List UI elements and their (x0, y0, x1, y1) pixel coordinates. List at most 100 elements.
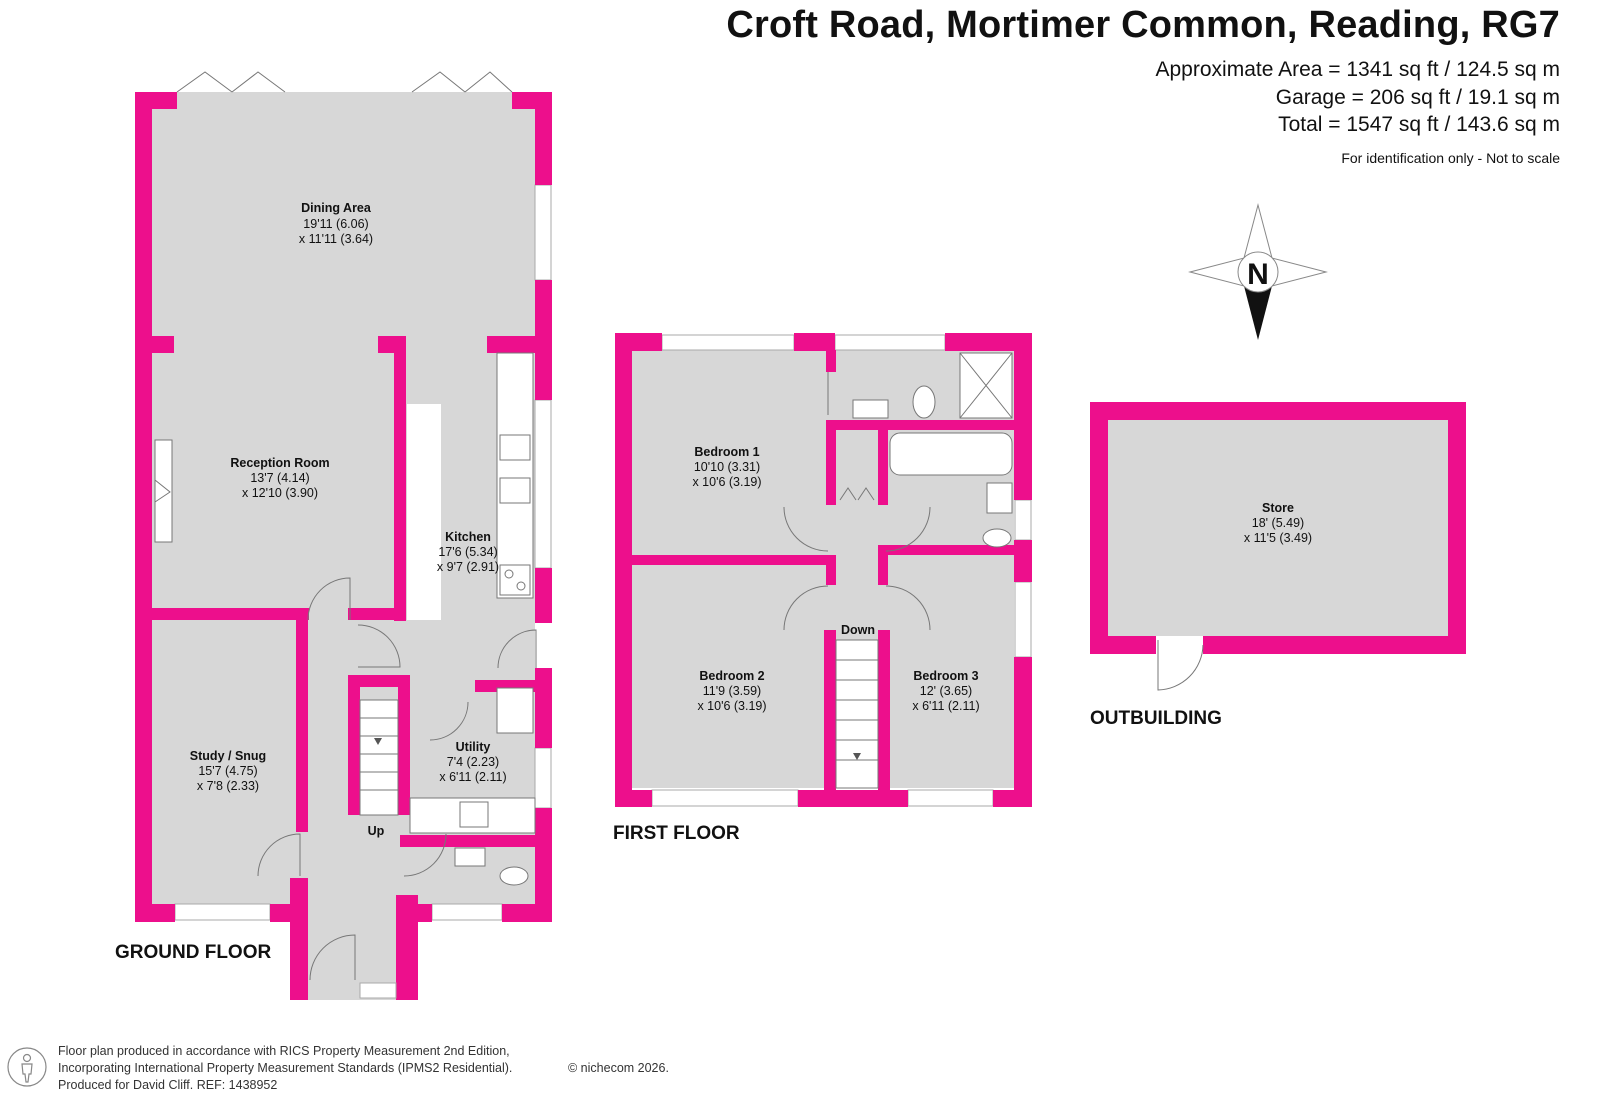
bath-icon (889, 432, 1013, 476)
ob-bottom-left-wall (1090, 636, 1156, 654)
bathroom-toilet-icon (982, 528, 1012, 548)
ff-landing-right-stub (878, 545, 888, 585)
study-window (174, 903, 271, 921)
store-floor (1108, 420, 1448, 636)
front-door-icon (309, 934, 356, 981)
ff-left-wall (615, 333, 632, 807)
bed1-door-icon (783, 506, 829, 552)
study-dim1: 15'7 (4.75) (198, 764, 257, 778)
compass-rose-icon: N (1188, 203, 1328, 340)
stairs-up-label: Up (368, 824, 385, 838)
kitchen-window (534, 399, 552, 569)
gf-top-left-wall (135, 92, 177, 109)
footer-line-3: Produced for David Cliff. REF: 1438952 (58, 1078, 278, 1092)
utility-window (534, 747, 552, 809)
gf-porch-left-wall (290, 878, 308, 1000)
ensuite-window (834, 334, 946, 351)
kitchen-sink-bowl-icon (499, 477, 531, 504)
utility-cupboard (496, 687, 534, 734)
ff-bed1-right-wall (826, 420, 836, 505)
bifold-door-right-icon (411, 71, 513, 93)
first-floor-plan: Bedroom 1 10'10 (3.31) x 10'6 (3.19) Bed… (613, 333, 1032, 844)
study-floor (152, 612, 300, 914)
ob-left-wall (1090, 402, 1108, 654)
bed3-door-icon (885, 585, 931, 631)
store-name: Store (1262, 501, 1294, 515)
utility-door-icon (429, 701, 469, 741)
ensuite-toilet-icon (912, 385, 936, 419)
wc-door-icon (403, 833, 447, 877)
ff-ensuite-bottom-wall (826, 420, 1016, 430)
cupboard-bifold-icon (839, 487, 875, 501)
hob-icon (499, 564, 531, 596)
ff-right-wall-2 (1014, 540, 1032, 582)
ground-floor-plan: Dining Area 19'11 (6.06) x 11'11 (3.64) … (115, 71, 552, 1000)
gf-right-wall-3 (535, 568, 552, 623)
compass-north-label: N (1247, 258, 1269, 291)
footer-line-2: Incorporating International Property Mea… (58, 1061, 513, 1075)
gf-study-bottom-left (152, 904, 175, 922)
porch-window (359, 982, 397, 999)
stair-arrow-icon (374, 738, 382, 745)
wc-toilet-icon (499, 866, 529, 886)
study-door-icon (257, 833, 301, 877)
ff-stair-treads (836, 659, 878, 761)
approximate-area: Approximate Area = 1341 sq ft / 124.5 sq… (1155, 58, 1561, 81)
ff-top-left-wall (615, 333, 662, 351)
ff-top-right-wall (945, 333, 1032, 351)
ob-right-wall (1448, 402, 1466, 654)
bedroom3-name: Bedroom 3 (913, 669, 978, 683)
gf-stair-top-wall (348, 675, 408, 687)
dining-window (534, 184, 552, 281)
bathroom-basin-icon (986, 482, 1013, 514)
ff-bottom-right-wall (993, 790, 1032, 807)
ff-ensuite-stub (826, 350, 836, 372)
gf-study-right-wall (296, 620, 308, 832)
ff-right-wall-3 (1014, 657, 1032, 807)
bedroom3-dim2: x 6'11 (2.11) (912, 699, 979, 713)
utility-sink-icon (459, 801, 489, 828)
bathroom-window (1014, 499, 1032, 541)
dining-area-dim2: x 11'11 (3.64) (299, 232, 373, 246)
gf-right-wall-5 (535, 808, 552, 922)
gf-reception-right-wall (394, 336, 406, 621)
reception-room-dim1: 13'7 (4.14) (250, 471, 309, 485)
ff-bottom-mid-wall (798, 790, 908, 807)
gf-wc-bottom-right (502, 904, 552, 922)
gf-utility-bottom-wall (400, 835, 535, 847)
copyright-notice: © nichecom 2026. (568, 1061, 669, 1075)
bed1-window (661, 334, 795, 351)
total-area: Total = 1547 sq ft / 143.6 sq m (1278, 113, 1560, 136)
bed2-window (651, 789, 799, 807)
dining-area-name: Dining Area (301, 201, 372, 215)
ff-bed3-left-wall (878, 630, 890, 790)
kitchen-island (407, 404, 441, 620)
ff-right-wall-1 (1014, 333, 1032, 500)
wc-window (431, 903, 503, 921)
garage-area: Garage = 206 sq ft / 19.1 sq m (1275, 86, 1560, 109)
outbuilding-label: OUTBUILDING (1090, 708, 1222, 729)
outbuilding-plan: Store 18' (5.49) x 11'5 (3.49) OUTBUILDI… (1090, 402, 1466, 729)
dining-reception-floor (152, 92, 535, 612)
kitchen-dim1: 17'6 (5.34) (438, 545, 497, 559)
wc-basin-icon (454, 847, 486, 867)
ff-bottom-left-wall (615, 790, 652, 807)
hall-utility-floor (300, 612, 535, 920)
ob-top-wall (1090, 402, 1466, 420)
kitchen-sink-icon (499, 434, 531, 461)
gf-stair-right-wall (398, 675, 410, 815)
hob-ring-icon (504, 569, 514, 579)
bedroom3-dim1: 12' (3.65) (920, 684, 972, 698)
bedroom2-name: Bedroom 2 (699, 669, 764, 683)
shower-tray-cross (959, 352, 1013, 419)
utility-name: Utility (456, 740, 491, 754)
stair-treads (360, 717, 398, 791)
gf-right-wall-1 (535, 92, 552, 185)
bed3-side-window (1014, 581, 1032, 658)
kitchen-worktop (496, 352, 534, 599)
bed2-door-icon (783, 585, 829, 631)
study-dim2: x 7'8 (2.33) (197, 779, 259, 793)
ff-stair-arrow-icon (853, 753, 861, 760)
fireplace-icon (154, 439, 173, 543)
